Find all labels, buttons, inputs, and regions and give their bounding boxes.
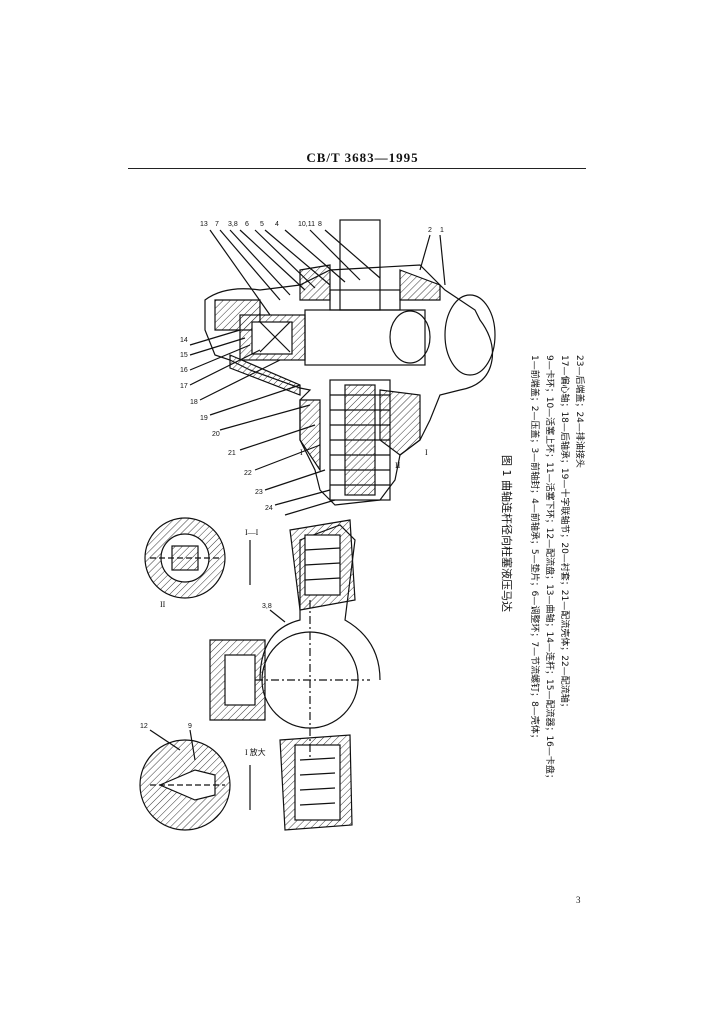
part-label-9: 9 — [188, 723, 192, 730]
mark-I-b: I — [425, 448, 428, 457]
part-label-10-11: 10,11 — [298, 221, 315, 228]
valve-stack — [329, 379, 391, 501]
part-label-18: 19 — [200, 415, 208, 422]
legend-line-3: 17—偏心轴；18—后轴承；19—十字联轴节；20—衬套；21—配流壳体；22—… — [559, 355, 569, 712]
part-label-1: 1 — [440, 227, 444, 234]
part-label-16: 17 — [180, 383, 188, 390]
enlarged-detail-view — [139, 729, 251, 831]
part-label-22: 23 — [255, 489, 263, 496]
main-assembly-view — [189, 219, 496, 516]
section-mark-I-I: I—I — [245, 528, 259, 537]
part-label-3-8: 3,8 — [228, 221, 238, 228]
page-number: 3 — [576, 895, 581, 905]
header-rule — [128, 168, 586, 169]
part-label-19: 20 — [212, 431, 220, 438]
part-label-7-detail: 12 — [140, 723, 148, 730]
part-label-15: 16 — [180, 367, 188, 374]
part-label-12: 13 — [200, 221, 208, 228]
legend-line-1: 1—前端盖；2—压盖；3—前轴封；4—前轴承；5—垫片；6—调整环；7—节流螺钉… — [529, 355, 539, 743]
part-label-2: 2 — [428, 227, 432, 234]
mark-II-a: II — [395, 461, 401, 470]
part-label-6: 6 — [245, 221, 249, 228]
section-mark-enlarged: I 放大 — [245, 747, 266, 757]
part-label-8: 8 — [318, 221, 322, 228]
part-label-7: 7 — [215, 221, 219, 228]
part-label-17: 18 — [190, 399, 198, 406]
radial-section-view — [209, 519, 381, 831]
figure-title: 图 1 曲轴连杆径向柱塞液压马达 — [500, 455, 513, 612]
part-label-20: 21 — [228, 450, 236, 457]
part-label-4: 4 — [275, 221, 279, 228]
part-label-5: 5 — [260, 221, 264, 228]
part-label-23: 24 — [265, 505, 273, 512]
part-label-13: 14 — [180, 337, 188, 344]
part-label-21: 22 — [244, 470, 252, 477]
standard-code-header: CB/T 3683—1995 — [306, 150, 419, 165]
part-label-24: 3,8 — [262, 603, 272, 610]
mark-I-a: I — [300, 448, 303, 457]
legend-line-4: 23—后端盖；24—排油接头 — [574, 355, 584, 468]
section-I-view — [144, 517, 251, 599]
part-label-14: 15 — [180, 352, 188, 359]
legend-line-2: 9—卡环；10—活塞上环；11—活塞下环；12—配流盘；13—曲轴；14—连杆；… — [544, 355, 554, 783]
mark-II-b: II — [160, 600, 166, 609]
